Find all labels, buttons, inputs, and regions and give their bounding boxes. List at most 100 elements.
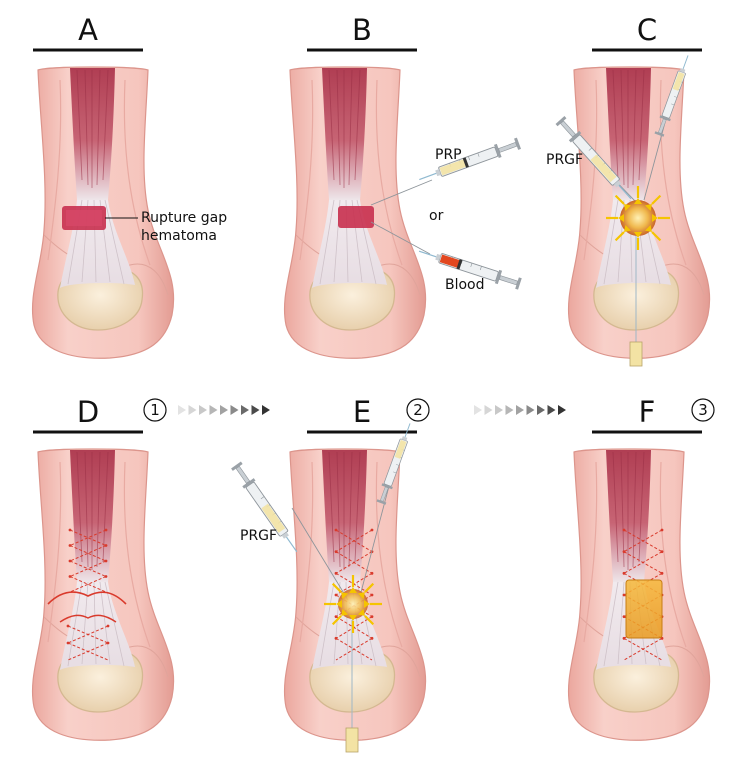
panel-a xyxy=(31,66,175,359)
prgf-clot-c xyxy=(620,200,656,236)
suture-knot xyxy=(104,544,108,547)
suture-knot xyxy=(334,528,338,532)
suture-stitch xyxy=(69,529,107,546)
prgf-label-e: PRGF xyxy=(240,528,277,544)
progress-arrows-1 xyxy=(178,405,270,415)
prgf-syringe-c-left xyxy=(554,114,637,205)
suture-knot xyxy=(334,615,338,619)
panel-c-letter: C xyxy=(637,13,657,47)
yellow-arrowhead-icon xyxy=(357,592,365,600)
prgf-syringe-e-top xyxy=(375,421,416,506)
chevron-arrow-icon xyxy=(188,405,197,415)
chevron-arrow-icon xyxy=(547,405,556,415)
suture-knot xyxy=(622,615,626,619)
suture-knot xyxy=(68,559,72,563)
suture-knot xyxy=(104,559,108,563)
hematoma-label: hematoma xyxy=(141,228,217,244)
chevron-arrow-icon xyxy=(558,405,566,415)
yellow-arrowhead-icon xyxy=(634,198,642,204)
chevron-arrow-icon xyxy=(178,405,186,415)
panel-b-letter: B xyxy=(352,13,372,47)
prp-needle-line xyxy=(370,179,433,206)
suture-knot xyxy=(370,615,374,619)
yellow-arrowhead-icon xyxy=(645,204,652,211)
suture-stitch xyxy=(69,560,107,577)
yellow-arrows-c xyxy=(606,186,670,250)
chevron-arrow-icon xyxy=(220,405,228,415)
or-label: or xyxy=(429,208,444,224)
chevron-arrow-icon xyxy=(230,405,239,415)
chevron-arrow-icon xyxy=(262,405,270,415)
chevron-arrow-icon xyxy=(484,405,493,415)
suture-knot xyxy=(68,528,72,532)
suture-stitch xyxy=(67,625,109,644)
yellow-arrow-icon xyxy=(614,231,625,242)
suture-stitch xyxy=(335,529,373,553)
prp-label: PRP xyxy=(435,147,462,163)
suture-knot xyxy=(622,571,626,575)
suture-stitch xyxy=(69,545,107,562)
yellow-arrowhead-icon xyxy=(652,214,658,222)
chevron-arrow-icon xyxy=(516,405,524,415)
suture-knot xyxy=(660,528,664,532)
yellow-arrow-icon xyxy=(614,194,625,205)
suture-stitch xyxy=(335,637,373,661)
yellow-arrowhead-icon xyxy=(634,232,642,238)
suture-knot xyxy=(370,636,374,640)
step-3-number: 3 xyxy=(698,401,708,419)
suture-knot xyxy=(622,550,626,554)
panel-d-letter: D xyxy=(77,395,99,429)
suture-knot xyxy=(622,528,626,532)
yellow-arrow-icon xyxy=(331,615,342,626)
suture-stitch xyxy=(69,560,107,577)
panel-a-letter: A xyxy=(78,13,98,47)
suture-knot xyxy=(660,550,664,554)
step-2-number: 2 xyxy=(413,401,423,419)
step-1-number: 1 xyxy=(150,401,160,419)
chevron-arrow-icon xyxy=(474,405,482,415)
prgf-membrane-f xyxy=(625,579,663,639)
suture-stitch xyxy=(69,545,107,562)
yellow-arrow-icon xyxy=(651,194,662,205)
suture-stitch xyxy=(69,576,107,593)
panel-f-letter: F xyxy=(639,395,656,429)
yellow-arrowhead-icon xyxy=(357,608,365,616)
suture-knot xyxy=(334,571,338,575)
prgf-syringe-c-top xyxy=(653,53,694,138)
hematoma-b xyxy=(338,206,374,228)
yellow-arrowhead-icon xyxy=(349,587,357,593)
rupture-edge-d-top xyxy=(47,591,127,605)
rupture-edge-d-bottom xyxy=(59,614,117,623)
suture-knot xyxy=(68,544,72,547)
prgf-syringe-e-left xyxy=(229,460,304,557)
suture-knot xyxy=(106,641,110,645)
chevron-arrow-icon xyxy=(209,405,218,415)
step-2-circle xyxy=(406,398,430,422)
yellow-arrowhead-icon xyxy=(618,214,624,222)
yellow-arrowhead-icon xyxy=(336,600,342,608)
prgf-syringe-e-bottom xyxy=(345,727,359,753)
blood-label: Blood xyxy=(445,277,485,293)
yellow-arrowhead-icon xyxy=(645,225,652,232)
suture-stitch xyxy=(623,529,663,553)
prp-syringe xyxy=(416,136,522,187)
suture-stitch xyxy=(67,642,109,661)
suture-stitch xyxy=(335,551,373,574)
suture-knot xyxy=(660,571,664,575)
suture-knot xyxy=(370,593,374,597)
prgf-needle-line-e xyxy=(291,507,349,601)
suture-knot xyxy=(66,624,70,628)
rupture-gap-label: Rupture gap xyxy=(141,210,227,226)
yellow-arrow-icon xyxy=(364,582,375,593)
yellow-arrowhead-icon xyxy=(341,608,349,616)
suture-knot xyxy=(68,575,72,578)
yellow-arrowhead-icon xyxy=(624,204,631,211)
suture-stitch xyxy=(623,637,663,661)
suture-stitch xyxy=(623,551,663,574)
suture-stitch xyxy=(69,576,107,593)
progress-arrows-2 xyxy=(474,405,566,415)
yellow-arrowhead-icon xyxy=(624,225,631,232)
yellow-arrow-icon xyxy=(651,231,662,242)
prgf-clot-e xyxy=(338,589,368,619)
